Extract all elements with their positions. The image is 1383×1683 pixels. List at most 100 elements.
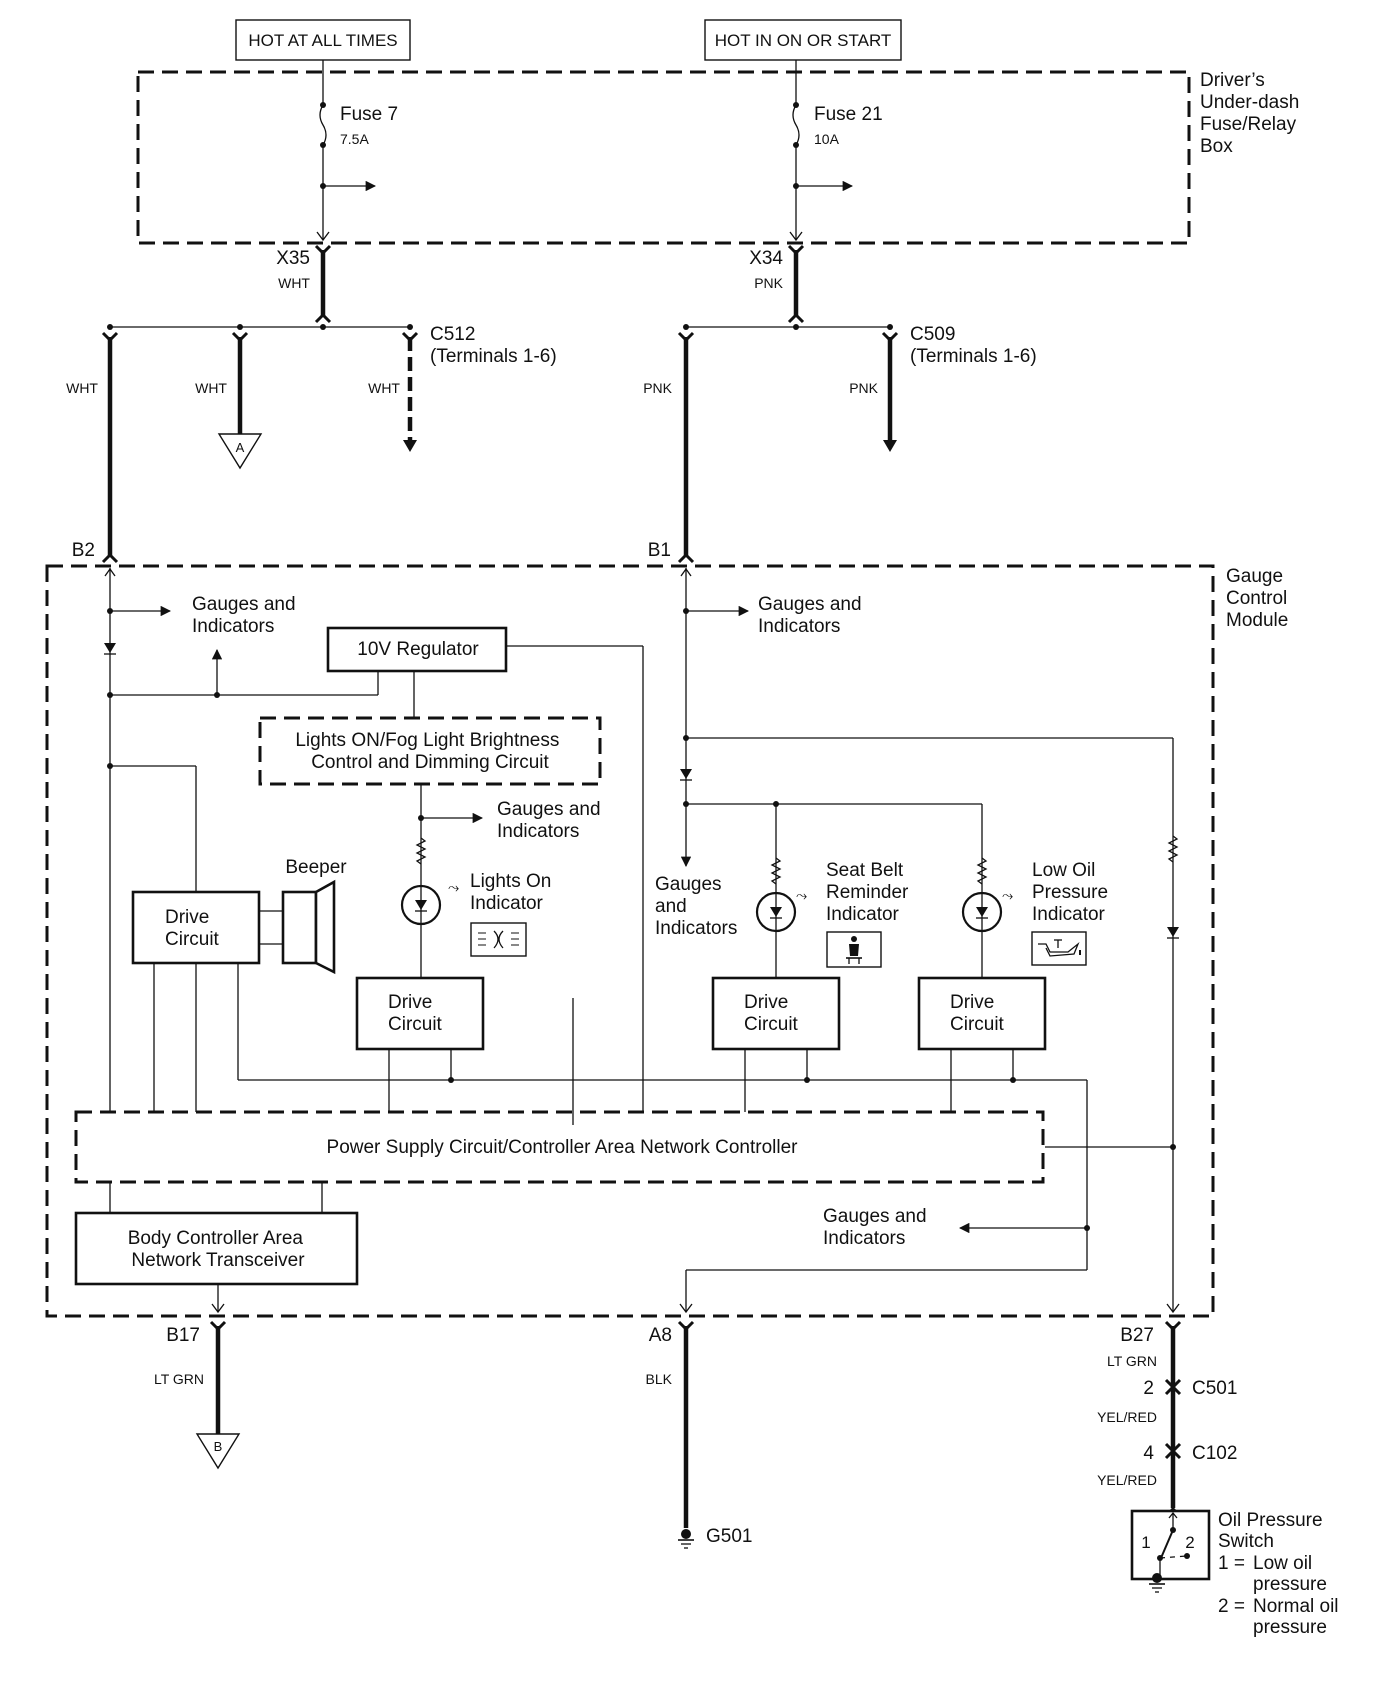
beeper: Beeper — [281, 857, 347, 975]
pin-a8: G501 A8 BLK — [646, 1320, 752, 1549]
switch-position: 2 — [1185, 1533, 1194, 1552]
power-supply-label: Power Supply Circuit/Controller Area Net… — [327, 1137, 799, 1158]
connector-pin: 2 — [1143, 1378, 1154, 1399]
pin-label: B27 — [1120, 1325, 1154, 1346]
wire-color-label: PNK — [754, 275, 783, 291]
speaker-icon — [281, 890, 318, 965]
wire-color-label: WHT — [278, 275, 310, 291]
drive-circuit-label: Drive Circuit — [388, 992, 443, 1035]
gauges-label: Gauges and Indicators — [758, 594, 867, 637]
junction-detail: (Terminals 1-6) — [430, 346, 557, 367]
power-source-label: HOT AT ALL TIMES — [248, 31, 397, 50]
link-label: B — [214, 1439, 223, 1454]
terminal-label: X34 — [749, 248, 783, 269]
dimming-circuit-label: Lights ON/Fog Light Brightness Control a… — [295, 730, 564, 773]
oil-pressure-switch: 1 2 Oil Pressure Switch 1 = Low oil pres… — [1130, 1506, 1339, 1638]
link-triangle-icon — [217, 433, 263, 470]
svg-text:1 =: 1 = — [1218, 1553, 1245, 1574]
indicator-label: Low Oil Pressure Indicator — [1032, 860, 1113, 925]
light-emission-icon: ⤳ — [1002, 887, 1013, 903]
wire-color-label: YEL/RED — [1097, 1409, 1157, 1425]
svg-text:Normal oil: Normal oil — [1253, 1596, 1339, 1617]
connector-name: C102 — [1192, 1443, 1237, 1464]
gauge-control-module: Gauge Control Module B2 B1 — [45, 540, 1293, 1318]
resistor-icon — [1167, 835, 1179, 863]
link-label: A — [236, 440, 245, 455]
wire-color-label: LT GRN — [154, 1371, 204, 1387]
junction-name: C512 — [430, 324, 475, 345]
seat-belt-drive-circuit: Drive Circuit — [711, 976, 841, 1112]
seat-belt-indicator: ⤳ Seat Belt Reminder Indicator — [755, 801, 909, 978]
link-triangle-icon — [195, 1433, 241, 1470]
pin-label: B2 — [72, 540, 95, 561]
connector-pin: 4 — [1143, 1443, 1154, 1464]
indicator-label: Lights On Indicator — [470, 871, 557, 914]
light-emission-icon: ⤳ — [796, 887, 807, 903]
dimming-circuit: Lights ON/Fog Light Brightness Control a… — [258, 716, 606, 978]
wire-color-label: WHT — [195, 380, 227, 396]
wire-color-label: PNK — [849, 380, 878, 396]
led-icon — [976, 907, 988, 917]
fuse-relay-box: Driver’s Under-dash Fuse/Relay Box — [136, 70, 1305, 245]
svg-text:2 =: 2 = — [1218, 1596, 1245, 1617]
ground-icon — [1149, 1573, 1165, 1593]
resistor-icon — [415, 837, 427, 865]
oil-sense-line: Gauges and Indicators — [679, 738, 1180, 1314]
power-supply-can-controller: Power Supply Circuit/Controller Area Net… — [74, 1110, 1045, 1184]
svg-text:pressure: pressure — [1253, 1574, 1327, 1595]
switch-name: Oil Pressure Switch — [1218, 1510, 1328, 1552]
fuse-icon — [319, 104, 327, 146]
connector-name: C501 — [1192, 1378, 1237, 1399]
gauges-label: Gauges and Indicators — [823, 1206, 932, 1249]
oil-can-icon — [1031, 931, 1087, 966]
lights-on-indicator: ⤳ Lights On Indicator — [400, 837, 557, 957]
diode-icon — [104, 643, 116, 653]
gauges-label: Gauges and Indicators — [497, 799, 606, 842]
diode-icon — [1167, 927, 1179, 937]
wire-color-label: YEL/RED — [1097, 1472, 1157, 1488]
terminal-x34: X34 PNK — [749, 244, 805, 324]
junction-c512: WHT A WHT WHT C512 (Terminals 1-6) — [66, 324, 557, 564]
fuse-box-name: Driver’s Under-dash Fuse/Relay Box — [1200, 70, 1305, 157]
resistor-icon — [770, 857, 782, 885]
fuse-21: Fuse 21 10A — [789, 60, 883, 242]
b1-internal-circuit: Gauges and Indicators Gauges and Indicat… — [655, 567, 1173, 939]
led-icon — [415, 900, 427, 910]
pin-b27: B27 LT GRN — [1107, 1320, 1182, 1508]
connector-c501: 2 C501 YEL/RED — [1097, 1378, 1237, 1425]
beeper-label: Beeper — [285, 857, 347, 878]
pin-label: A8 — [649, 1325, 672, 1346]
diode-icon — [680, 769, 692, 779]
lights-on-drive-circuit: Drive Circuit — [355, 976, 574, 1125]
drive-circuit-label: Drive Circuit — [950, 992, 1005, 1035]
fuse-name: Fuse 21 — [814, 104, 883, 125]
gauges-label: Gauges and Indicators — [192, 594, 301, 637]
power-source-label: HOT IN ON OR START — [715, 31, 892, 50]
transceiver-label: Body Controller Area Network Transceiver — [128, 1228, 309, 1271]
oil-pressure-drive-circuit: Drive Circuit — [917, 976, 1047, 1112]
switch-position: 1 — [1141, 1533, 1150, 1552]
wire-color-label: PNK — [643, 380, 672, 396]
terminal-label: X35 — [276, 248, 310, 269]
ground-label: G501 — [706, 1526, 752, 1547]
module-name: Gauge Control Module — [1226, 566, 1293, 631]
gauges-label-stacked: Gauges and Indicators — [655, 874, 737, 939]
svg-text:Low oil: Low oil — [1253, 1553, 1312, 1574]
svg-text:pressure: pressure — [1253, 1617, 1327, 1638]
body-can-transceiver: Body Controller Area Network Transceiver — [74, 1182, 359, 1314]
regulator-10v: 10V Regulator — [326, 626, 644, 1112]
switch-contact-icon — [1160, 1529, 1174, 1559]
fuse-7: Fuse 7 7.5A — [316, 60, 398, 242]
switch-legend: 1 = Low oil pressure 2 = Normal oil pres… — [1218, 1553, 1339, 1638]
fuse-icon — [792, 104, 800, 146]
resistor-icon — [976, 857, 988, 885]
wire-color-label: WHT — [368, 380, 400, 396]
led-icon — [770, 907, 782, 917]
headlight-icon — [470, 922, 527, 957]
drive-circuit-label: Drive Circuit — [744, 992, 799, 1035]
drive-circuit-label: Drive Circuit — [165, 907, 220, 950]
junction-name: C509 — [910, 324, 955, 345]
continuation-arrow-icon — [883, 440, 897, 452]
low-oil-pressure-indicator: ⤳ Low Oil Pressure Indicator — [961, 804, 1113, 978]
